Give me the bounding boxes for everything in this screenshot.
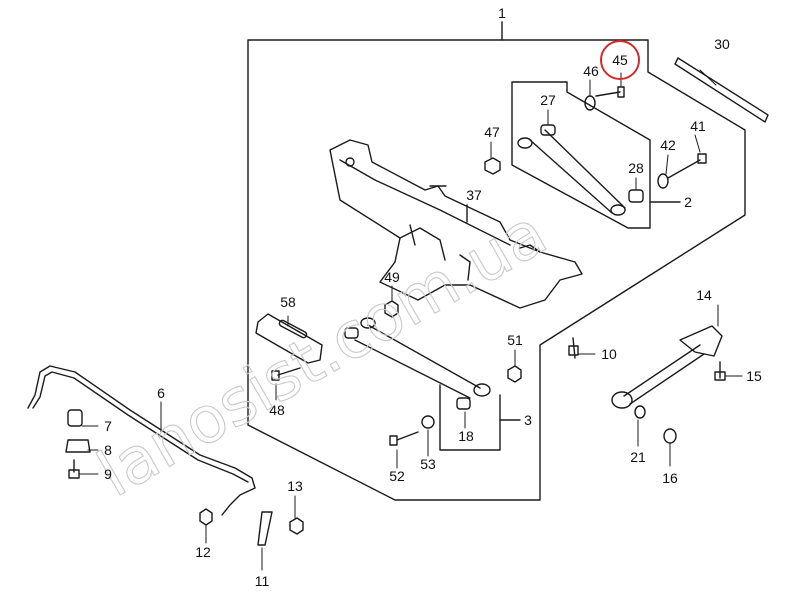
washer-53 — [421, 415, 435, 429]
washer-21 — [634, 405, 646, 419]
label-37: 37 — [466, 187, 482, 203]
label-53: 53 — [420, 456, 436, 472]
nut-51 — [507, 365, 522, 383]
bushing-7 — [67, 409, 83, 427]
plate-58 — [255, 313, 323, 364]
crossmember-hole — [345, 157, 355, 167]
bolt-48 — [271, 367, 301, 381]
bushing-18 — [456, 397, 471, 410]
plate-slot — [278, 319, 308, 339]
arm-end-rear — [473, 383, 491, 397]
label-41: 41 — [690, 118, 706, 134]
nut-47 — [484, 157, 501, 175]
lateral-link-edge — [629, 353, 705, 405]
bracket-8 — [65, 439, 91, 453]
arm-end-27 — [517, 137, 533, 149]
label-47: 47 — [484, 124, 500, 140]
label-18: 18 — [458, 428, 474, 444]
arm-end-front — [360, 317, 376, 329]
label-3: 3 — [524, 412, 532, 428]
label-52: 52 — [389, 468, 405, 484]
label-30: 30 — [714, 36, 730, 52]
crossmember-detail — [339, 159, 541, 281]
stabilizer-bar-edge — [32, 371, 249, 483]
bushing-front — [344, 327, 359, 339]
group-2-bracket — [511, 81, 651, 229]
bolt-9 — [68, 459, 80, 479]
group-3-bracket — [439, 384, 501, 451]
crossmember — [329, 139, 583, 309]
label-21: 21 — [630, 449, 646, 465]
label-51: 51 — [507, 332, 523, 348]
bar-30 — [674, 57, 769, 123]
label-11: 11 — [255, 573, 270, 589]
lower-link-arm — [367, 324, 481, 389]
leader-lines — [78, 69, 743, 571]
link-11 — [257, 511, 273, 546]
washer-42 — [657, 173, 669, 189]
highlight-circle — [600, 40, 640, 80]
bolt-52 — [389, 431, 419, 446]
stabilizer-bar — [27, 365, 256, 516]
label-14: 14 — [696, 287, 712, 303]
bracket-14 — [679, 325, 723, 357]
bolt-41 — [667, 153, 707, 179]
label-13: 13 — [287, 478, 303, 494]
bolt-15 — [714, 361, 726, 381]
label-10: 10 — [601, 346, 617, 362]
label-42: 42 — [660, 137, 676, 153]
bushing-16 — [663, 428, 677, 444]
label-1: 1 — [498, 5, 506, 21]
label-49: 49 — [384, 269, 400, 285]
label-9: 9 — [104, 466, 112, 482]
label-12: 12 — [195, 544, 211, 560]
bushing-21 — [611, 391, 633, 409]
label-58: 58 — [280, 294, 296, 310]
label-7: 7 — [104, 418, 112, 434]
assembly-boundary — [247, 39, 746, 501]
watermark: lanosist.com.ua — [86, 196, 559, 512]
lower-link-arm-edge — [354, 339, 471, 399]
label-28: 28 — [628, 160, 644, 176]
upper-link-arm — [544, 129, 626, 209]
label-8: 8 — [104, 442, 112, 458]
label-6: 6 — [157, 385, 165, 401]
nut-12 — [199, 508, 213, 526]
label-46: 46 — [583, 63, 599, 79]
label-16: 16 — [662, 470, 678, 486]
bushing-28 — [628, 189, 644, 203]
label-2: 2 — [684, 194, 692, 210]
upper-link-arm-edge — [529, 139, 613, 214]
lateral-link — [623, 344, 701, 397]
label-45: 45 — [612, 52, 628, 68]
label-15: 15 — [746, 368, 762, 384]
arm-end-28 — [610, 204, 626, 216]
bolt-45 — [595, 86, 625, 98]
label-48: 48 — [269, 402, 285, 418]
bolt-10 — [568, 337, 579, 359]
label-27: 27 — [540, 92, 556, 108]
nut-13 — [289, 517, 304, 535]
